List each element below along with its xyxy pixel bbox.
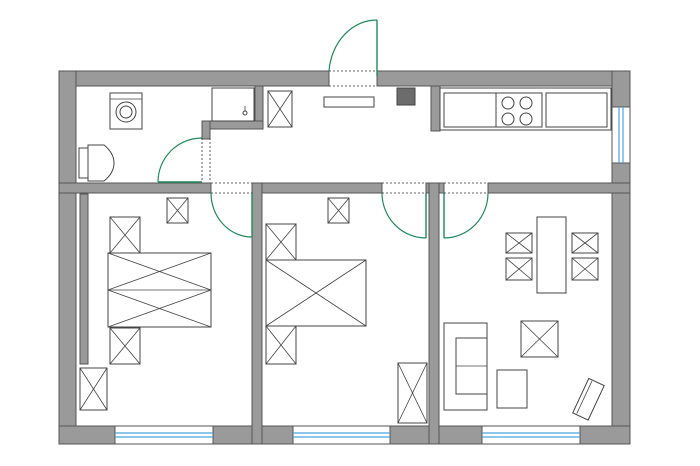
burner-icon [501, 96, 515, 110]
nightstand [327, 197, 350, 224]
bedroom-2-furniture [265, 197, 428, 424]
wall-corridor-2 [251, 182, 383, 194]
burner-icon [501, 112, 515, 126]
door-bathroom [157, 137, 211, 183]
doormat [323, 96, 375, 108]
burner-icon [519, 96, 533, 110]
wardrobe-bar [79, 193, 89, 365]
wall-right-top [611, 70, 631, 108]
windows [114, 106, 631, 445]
wardrobe [397, 362, 428, 424]
window-right [611, 106, 631, 164]
cabinet-hall [267, 90, 293, 128]
wall-corridor-1 [58, 182, 212, 194]
doors [157, 19, 489, 239]
door-bedroom-1 [210, 182, 253, 238]
chair [571, 232, 599, 254]
nightstand [109, 327, 141, 365]
wall-bathroom-stub [201, 120, 211, 140]
chair [505, 232, 533, 254]
kitchen-counter [439, 87, 612, 131]
wall-corridor-4 [487, 182, 631, 194]
interior-walls [58, 85, 631, 445]
column [396, 87, 416, 106]
bed-double [265, 259, 367, 327]
window-bottom-1 [114, 425, 214, 445]
wall-bathroom-bottom [201, 120, 264, 130]
wall-top-right [376, 70, 631, 87]
door-living [443, 182, 489, 239]
counter-segment [443, 92, 497, 128]
sink-counter [545, 92, 608, 128]
nightstand [109, 216, 141, 254]
burner-icon [519, 112, 533, 126]
nightstand [265, 325, 297, 365]
dining-table [536, 216, 567, 294]
wall-right-bottom [611, 162, 631, 445]
toilet [78, 144, 115, 182]
chair [505, 257, 533, 281]
nightstand [166, 197, 189, 224]
wall-partition-1 [251, 182, 263, 445]
living-room-furniture [443, 216, 605, 421]
door-bedroom-2 [381, 182, 427, 239]
wall-left [58, 70, 77, 445]
coffee-table [496, 369, 528, 409]
sofa [443, 322, 488, 411]
shower [211, 87, 255, 122]
bed-double [107, 252, 212, 328]
bathroom-fixtures [78, 87, 293, 182]
bedroom-1-furniture [79, 197, 212, 411]
window-bottom-3 [481, 425, 581, 445]
chair [571, 257, 599, 281]
cabinet-small [79, 367, 108, 411]
wall-top-left [58, 70, 330, 87]
armchair [520, 320, 559, 358]
wall-bottom-1 [58, 425, 116, 445]
tv-stand [572, 377, 605, 421]
nightstand [265, 223, 297, 261]
wall-kitchen-stub [430, 85, 441, 132]
wall-partition-2 [428, 182, 440, 445]
washing-machine [109, 92, 143, 130]
door-entrance [323, 19, 378, 108]
window-bottom-2 [292, 425, 391, 445]
wall-bottom-4 [579, 425, 631, 445]
